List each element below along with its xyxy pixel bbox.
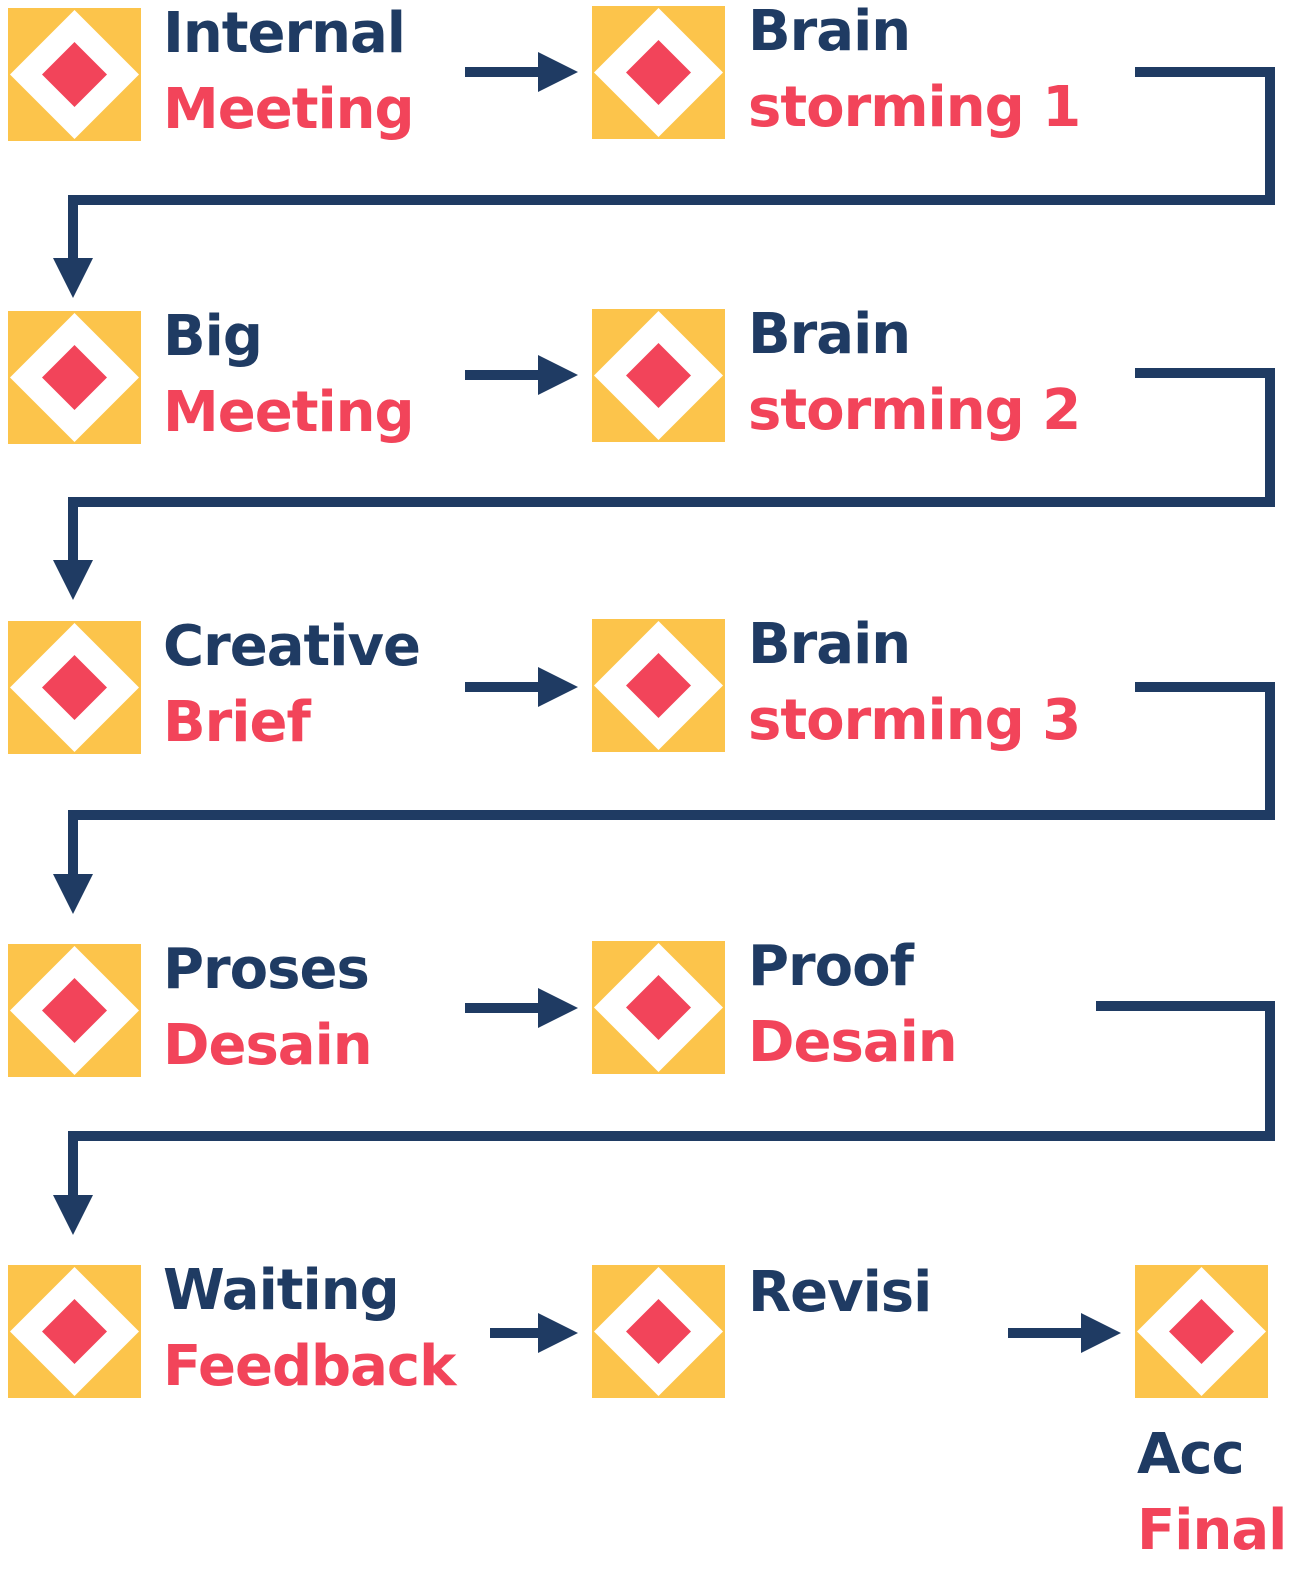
connector-arrow [53,67,1275,298]
diamond-tile-icon [8,311,141,444]
step-title: Brain [748,612,911,677]
step-label: Brain storming 1 [748,0,1081,146]
step-title: Internal [163,1,406,66]
diamond-tile-icon [8,944,141,1077]
step-title: Proof [748,934,914,999]
diamond-tile-icon [592,1265,725,1398]
diamond-tile-icon [592,941,725,1074]
step-subtitle: storming 1 [748,75,1081,140]
connector-arrow [53,1001,1275,1235]
step-label: Brain storming 2 [748,297,1081,449]
step-subtitle: Feedback [163,1334,456,1399]
step-subtitle: Desain [163,1013,373,1078]
step-subtitle: Meeting [163,77,415,142]
step-subtitle: storming 2 [748,378,1081,443]
step-subtitle: Brief [163,690,311,755]
diamond-tile-icon [8,621,141,754]
diamond-tile-icon [592,309,725,442]
step-title: Brain [748,302,911,367]
step-title: Revisi [748,1260,932,1325]
step-title: Creative [163,614,421,679]
step-label: Brain storming 3 [748,607,1081,759]
step-subtitle: Meeting [163,380,415,445]
diamond-tile-icon [8,1265,141,1398]
step-subtitle: Final [1137,1498,1287,1563]
diamond-tile-icon [592,619,725,752]
diamond-tile-icon [8,8,141,141]
diamond-tile-icon [1135,1265,1268,1398]
step-subtitle: storming 3 [748,688,1081,753]
connector-arrow [53,682,1275,914]
step-title: Brain [748,0,911,64]
step-title: Big [163,304,263,369]
step-title: Proses [163,937,370,1002]
connector-arrow [53,368,1275,600]
step-title: Waiting [163,1258,400,1323]
step-title: Acc [1137,1422,1245,1487]
step-subtitle: Desain [748,1010,958,1075]
diamond-tile-icon [592,6,725,139]
step-label: Revisi [748,1255,932,1331]
